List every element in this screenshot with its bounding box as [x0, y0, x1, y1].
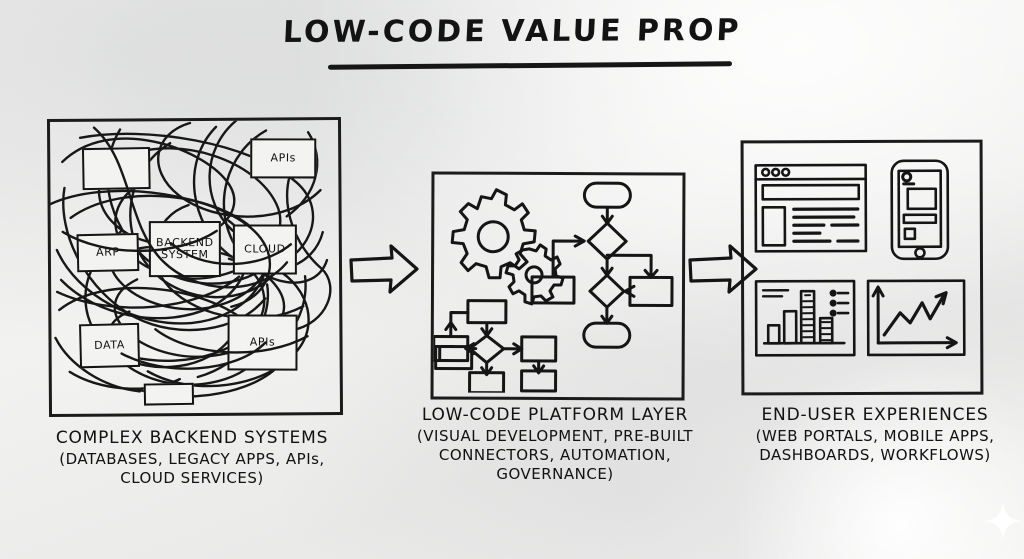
panel-complex-backend: APIs ARP BACKEND SYSTEM CLOUD DATA APIs [46, 116, 344, 418]
flow-lower-left [433, 299, 558, 394]
panel-low-code-platform [430, 171, 686, 401]
bar-chart-mockup [754, 279, 856, 357]
browser-window-mockup [754, 163, 868, 253]
gear-large-icon [450, 188, 537, 280]
arrow-platform-to-experiences [688, 244, 758, 294]
bar-chart-legend [829, 289, 850, 317]
caption-heading: COMPLEX BACKEND SYSTEMS [55, 428, 329, 448]
flow-right [530, 181, 674, 349]
caption-line: (DATABASES, LEGACY APPS, APIs, [59, 449, 325, 468]
caption-end-user-experiences: END-USER EXPERIENCES (WEB PORTALS, MOBIL… [736, 405, 1014, 465]
caption-line: DASHBOARDS, WORKFLOWS) [759, 445, 991, 464]
caption-line: (WEB PORTALS, MOBILE APPS, [755, 426, 995, 445]
panel-end-user-experiences [740, 139, 984, 396]
caption-heading: END-USER EXPERIENCES [761, 405, 989, 425]
caption-heading: LOW-CODE PLATFORM LAYER [421, 405, 689, 425]
glare-sparkle [984, 502, 1022, 540]
page-title-wrap: LOW-CODE VALUE PROP [0, 13, 1024, 50]
caption-complex-backend: COMPLEX BACKEND SYSTEMS (DATABASES, LEGA… [22, 428, 362, 488]
caption-line: CONNECTORS, AUTOMATION, [438, 445, 672, 464]
line-chart-mockup [866, 279, 966, 357]
caption-low-code-platform: LOW-CODE PLATFORM LAYER (VISUAL DEVELOPM… [400, 405, 710, 484]
mobile-phone-mockup [890, 159, 950, 261]
page-title: LOW-CODE VALUE PROP [281, 13, 743, 50]
caption-line: CLOUD SERVICES) [120, 468, 264, 487]
experiences-sketch [754, 159, 966, 357]
arrow-backend-to-platform [349, 244, 419, 294]
tangled-wires-overlay [49, 120, 322, 370]
title-underline [327, 61, 733, 70]
caption-line: GOVERNANCE) [496, 465, 614, 484]
platform-sketch [433, 181, 674, 394]
caption-line: (VISUAL DEVELOPMENT, PRE-BUILT [416, 426, 694, 445]
